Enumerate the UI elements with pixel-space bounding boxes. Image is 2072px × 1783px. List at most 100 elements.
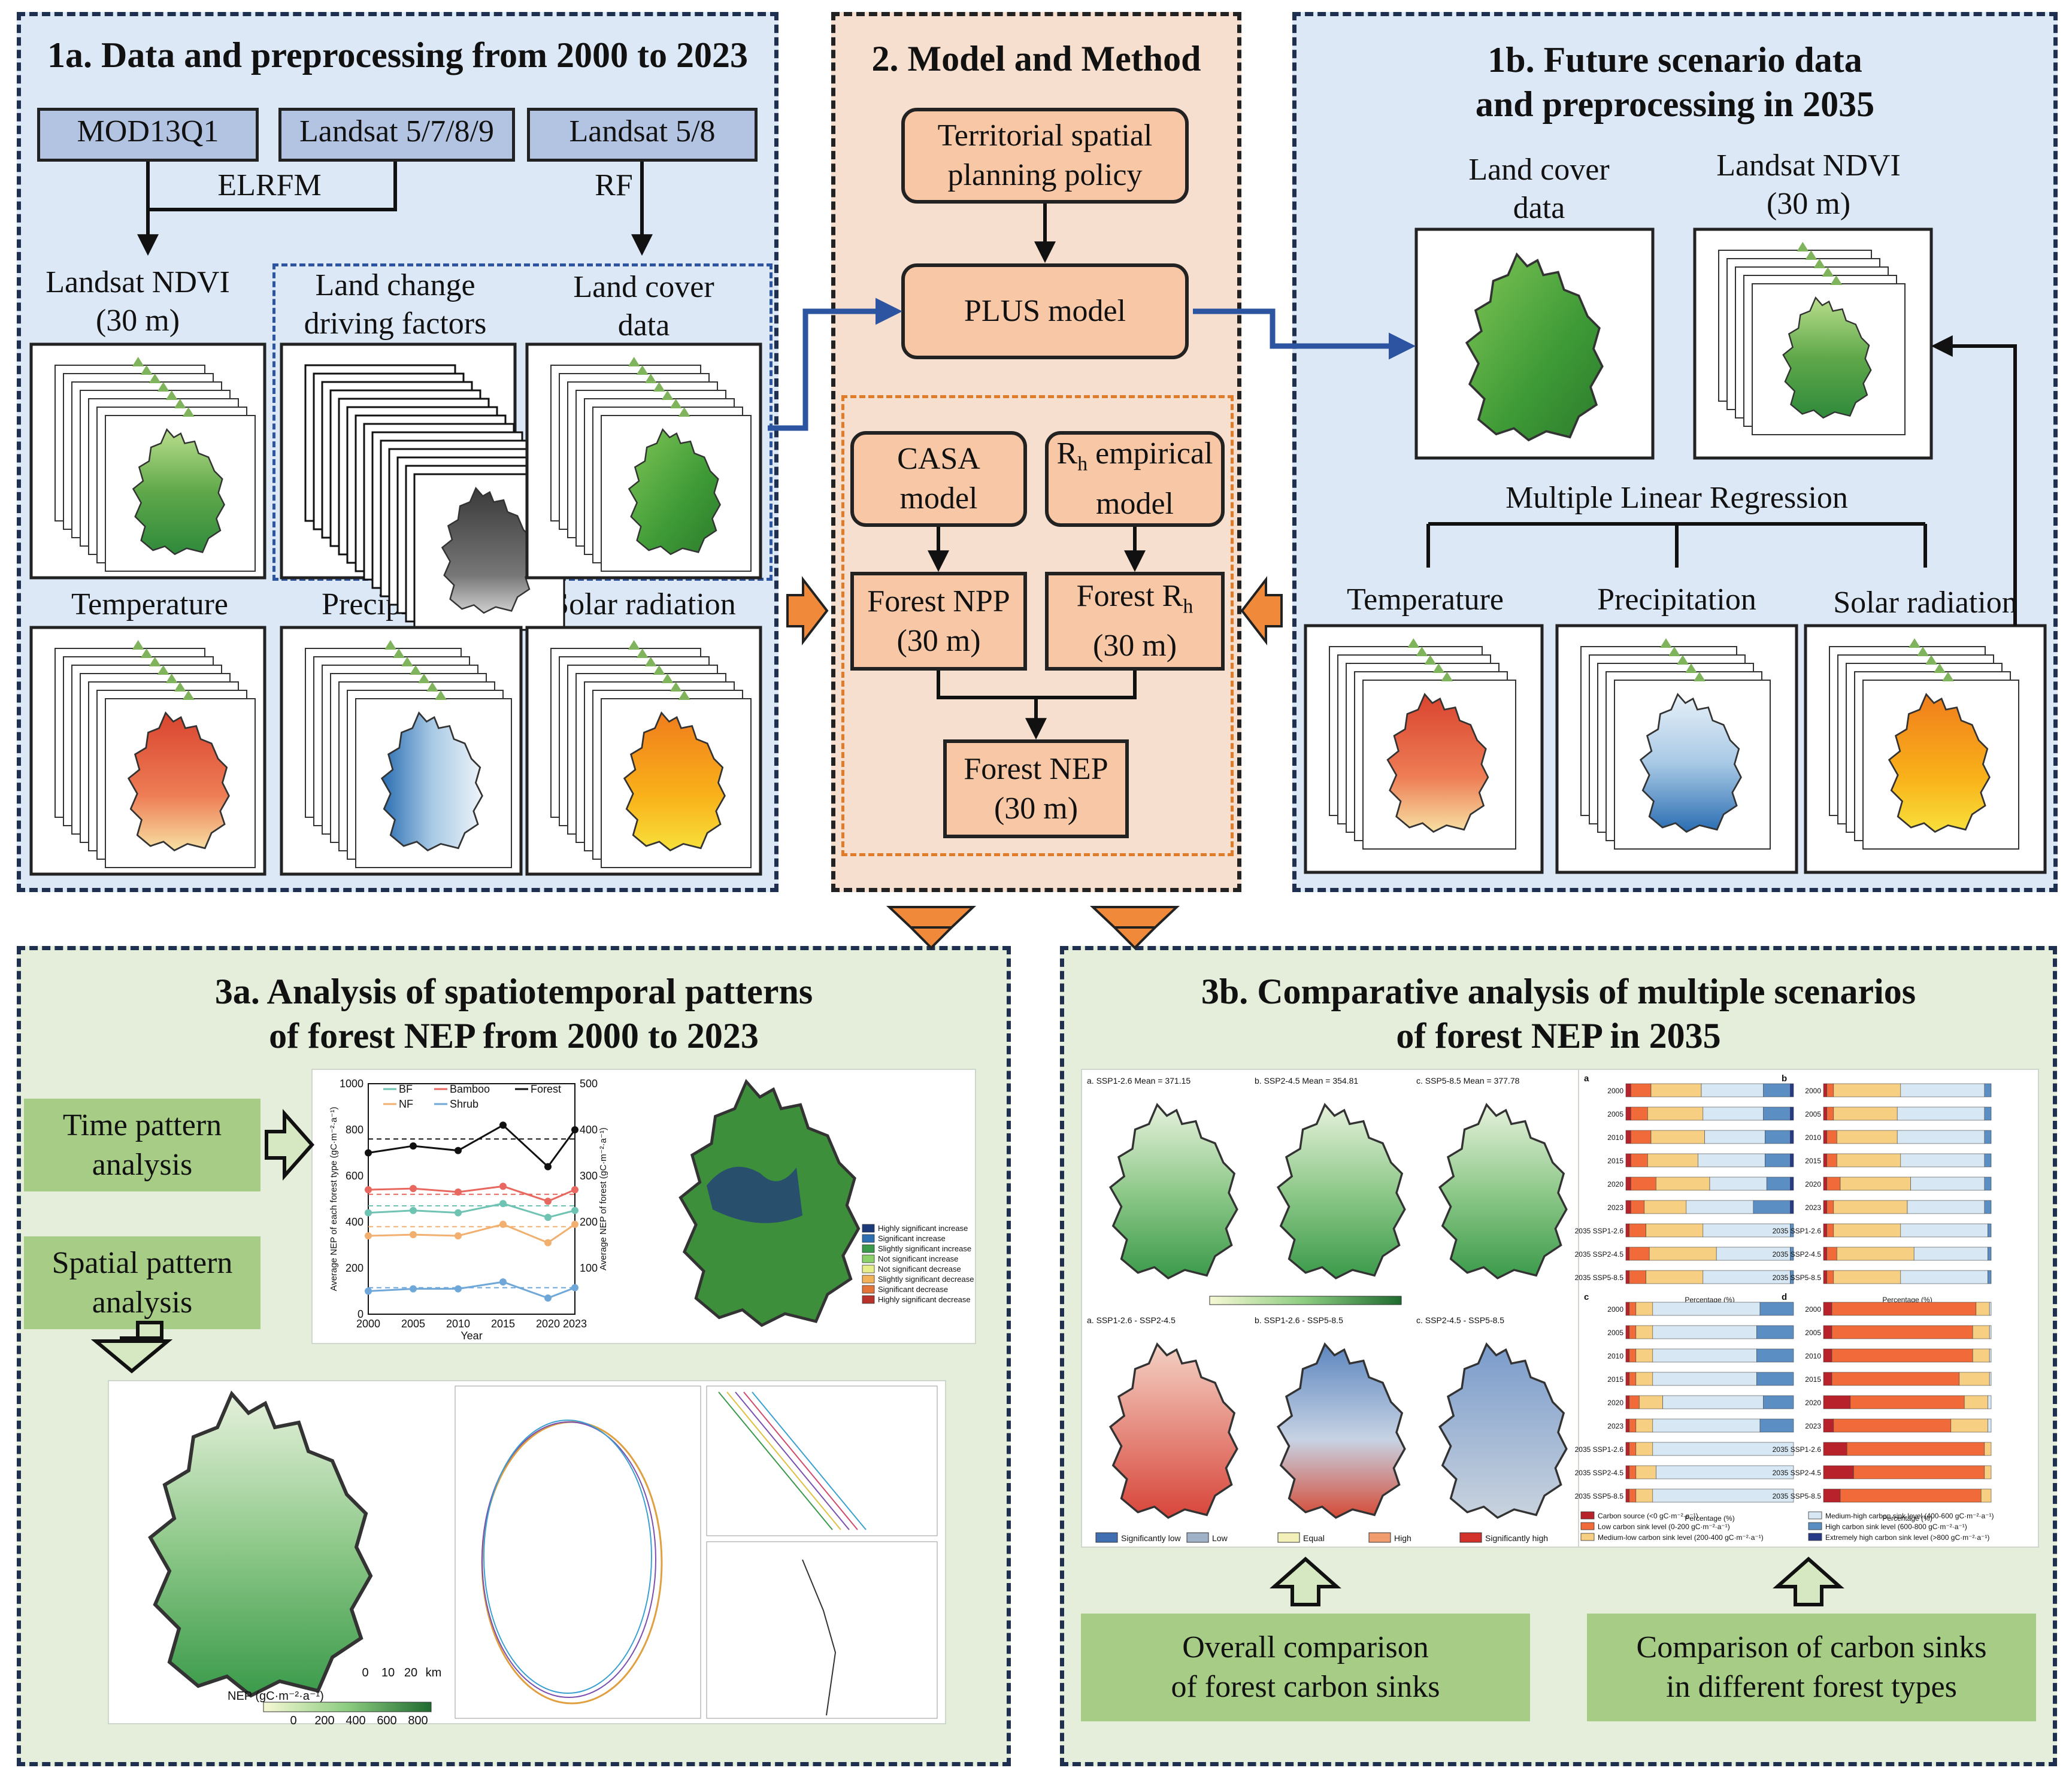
bar-segment (1823, 1083, 1827, 1097)
layer-peak (1942, 672, 1954, 681)
temperature-label: Temperature (71, 587, 228, 621)
bar-year-label: 2005 (1805, 1329, 1821, 1337)
layer-peak (1917, 647, 1929, 656)
bar-segment (1629, 1325, 1637, 1339)
bar-segment (1765, 1130, 1791, 1144)
spatial-line1: Spatial pattern (52, 1245, 233, 1280)
layer-peak (140, 648, 153, 658)
bar-segment (1833, 1106, 1898, 1121)
forest-rh-box: Forest Rh (30 m) (1045, 572, 1225, 671)
series-point (544, 1163, 552, 1171)
bar-segment (1823, 1106, 1827, 1121)
migration-line (718, 1391, 833, 1530)
panel-1b-title-line1: 1b. Future scenario data (1488, 40, 1862, 80)
bar-segment (1644, 1200, 1687, 1214)
series-point (365, 1149, 372, 1157)
bar-year-label: 2010 (1805, 1352, 1821, 1360)
scenario-nep-scale (1209, 1296, 1402, 1305)
panel-3b-title-line2: of forest NEP in 2035 (1396, 1016, 1721, 1056)
policy-line1: Territorial spatial (937, 119, 1153, 153)
trend-legend-label: Not significant increase (878, 1254, 958, 1263)
bar-segment (1837, 1130, 1898, 1144)
bar-segment (1753, 1200, 1791, 1214)
driving-factors-stack (280, 342, 565, 631)
npp-rh-join (937, 671, 1137, 699)
bar-segment (1625, 1372, 1629, 1386)
bar-segment (1790, 1247, 1794, 1261)
bar-segment (1629, 1270, 1646, 1284)
legend-label: Bamboo (450, 1083, 490, 1095)
bar-segment (1756, 1348, 1794, 1363)
bar-segment (1629, 1442, 1637, 1456)
scenario-map-title: a. SSP1-2.6 Mean = 371.15 (1087, 1076, 1191, 1085)
mlr-label: Multiple Linear Regression (1505, 481, 1848, 515)
panel-3a-title: 3a. Analysis of spatiotemporal patterns … (21, 969, 1007, 1058)
landcover-label: Land cover data (527, 268, 761, 345)
bar-segment (1823, 1488, 1841, 1503)
layer-peak (1677, 655, 1689, 665)
bar-segment (1756, 1372, 1794, 1386)
spatial-pattern-arrow (90, 1321, 173, 1373)
series-point (365, 1186, 372, 1194)
bar-segment (1831, 1372, 1960, 1386)
series-point (544, 1294, 552, 1302)
nep-scale-tick: 200 (314, 1714, 334, 1727)
bar-segment (1790, 1153, 1794, 1168)
bar-segment (1625, 1106, 1631, 1121)
bar-segment (1629, 1418, 1637, 1433)
bar-segment (1686, 1200, 1754, 1214)
bar-segment (1625, 1418, 1629, 1433)
bar-segment (1897, 1106, 1985, 1121)
layer-peak (182, 407, 195, 417)
bar-segment (1625, 1130, 1631, 1144)
series-point (365, 1232, 372, 1240)
bar-segment (1635, 1418, 1653, 1433)
bar-segment (1647, 1153, 1698, 1168)
bar-year-label: 2015 (1607, 1157, 1623, 1165)
series-point (499, 1278, 507, 1286)
series-point (571, 1220, 578, 1228)
bar-year-label: 2023 (1607, 1422, 1623, 1430)
y-right-axis-label: Average NEP of forest (gC·m⁻²·a⁻¹) (598, 1127, 608, 1270)
npp-line2: (30 m) (896, 623, 981, 658)
inset-panel-top (706, 1385, 938, 1536)
bar-x-label: Percentage (%) (1882, 1514, 1932, 1523)
nep-box: Forest NEP (30 m) (943, 739, 1129, 838)
nep-scale-tick: 800 (408, 1714, 428, 1727)
bar-segment (1625, 1442, 1629, 1456)
layer-peak (1441, 672, 1453, 681)
elrfm-join (146, 162, 397, 211)
bar-segment (1635, 1465, 1656, 1479)
layer-peak (165, 674, 178, 683)
solar-2035-map-stack (1804, 624, 2047, 874)
elrfm-label: ELRFM (217, 168, 322, 202)
bar-segment (1853, 1465, 1985, 1479)
bar-segment (1984, 1465, 1992, 1479)
nep-line1: Forest NEP (964, 751, 1108, 786)
rh-prefix: R (1056, 436, 1078, 471)
bar-segment (1629, 1395, 1640, 1409)
layer-peak (384, 640, 396, 650)
overall-line2: of forest carbon sinks (1171, 1670, 1440, 1704)
plus-model-box: PLUS model (901, 263, 1189, 359)
forest-rh-line1: Forest Rh (1049, 577, 1221, 626)
bar-segment (1625, 1302, 1629, 1316)
migration-line (743, 1391, 858, 1530)
bar-segment (1759, 1418, 1794, 1433)
legend-label: NF (399, 1098, 413, 1110)
bar-segment (1984, 1153, 1992, 1168)
series-point (544, 1239, 552, 1247)
bar-segment (1823, 1130, 1827, 1144)
bar-segment (1823, 1302, 1832, 1316)
bar-segment (1790, 1083, 1794, 1097)
scenario-map (1109, 1343, 1238, 1519)
inset-panel-bottom (706, 1541, 938, 1719)
bar-segment (1900, 1270, 1988, 1284)
ndvi-2035-map-stack (1693, 228, 1933, 460)
layer-peak (140, 365, 153, 375)
series-line-bf (368, 1202, 575, 1218)
migration-line (735, 1391, 850, 1530)
nep-line2: (30 m) (993, 791, 1079, 826)
bar-year-label: 2035 SSP1-2.6 (1773, 1227, 1822, 1235)
bar-segment (1635, 1488, 1653, 1503)
